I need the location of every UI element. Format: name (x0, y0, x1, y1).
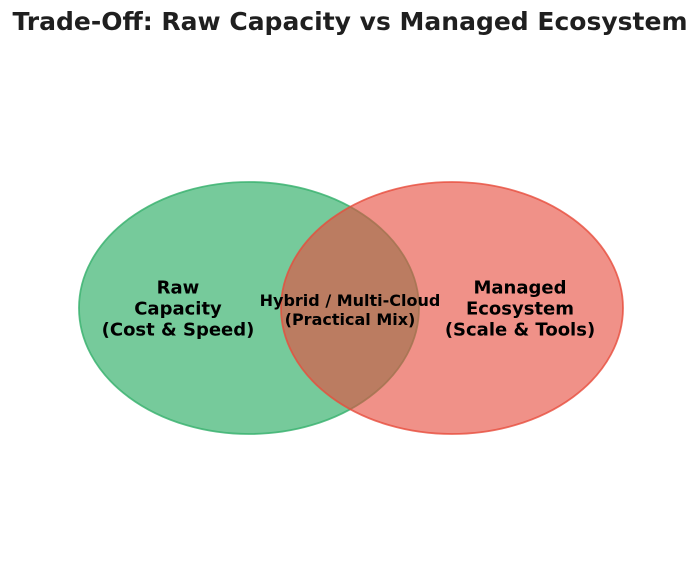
right-set-ellipse (280, 181, 624, 435)
chart-title: Trade-Off: Raw Capacity vs Managed Ecosy… (12, 7, 688, 36)
left-set-label: Raw Capacity (Cost & Speed) (101, 277, 255, 341)
intersection-label: Hybrid / Multi-Cloud (Practical Mix) (259, 291, 441, 329)
right-set-label: Managed Ecosystem (Scale & Tools) (444, 277, 596, 341)
